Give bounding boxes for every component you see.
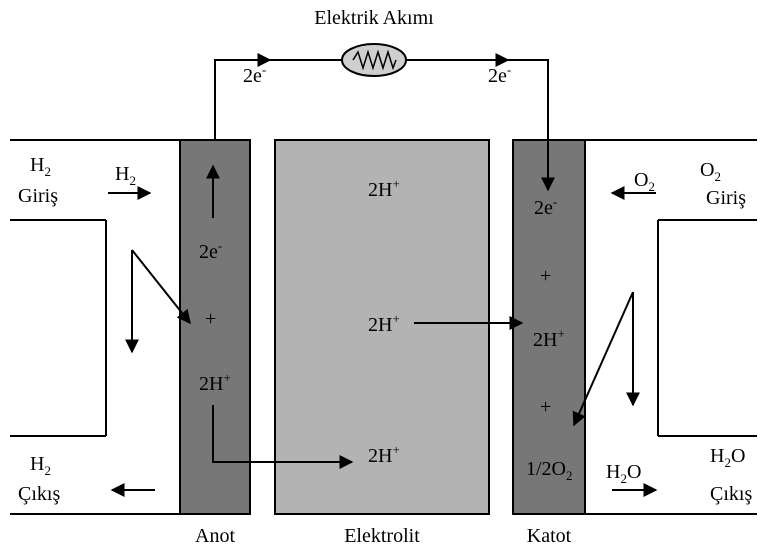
cathode-plus-1: + xyxy=(540,265,551,287)
cathode-label: Katot xyxy=(527,525,572,547)
h2-diffusion-arrow xyxy=(131,249,191,325)
anode-label: Anot xyxy=(195,525,235,547)
anode-electron-label: 2e- xyxy=(199,238,222,263)
o2-diffusion-arrow xyxy=(572,291,634,427)
anode-electrode xyxy=(179,139,251,515)
electrolyte-proton-middle: 2H+ xyxy=(368,311,400,336)
right-outlet-word: Çıkış xyxy=(710,483,752,505)
left-inlet-species: H2 xyxy=(30,154,51,179)
left-flow-label: H2 xyxy=(115,163,136,188)
anode-proton-label: 2H+ xyxy=(199,370,231,395)
left-outlet-word: Çıkış xyxy=(18,483,60,505)
load-resistor-icon xyxy=(341,43,407,77)
anode-plus: + xyxy=(205,308,216,330)
cathode-electron-label: 2e- xyxy=(534,194,557,219)
cathode-plus-2: + xyxy=(540,396,551,418)
right-inlet-species: O2 xyxy=(700,159,721,184)
circuit-title: Elektrik Akımı xyxy=(314,7,434,29)
electron-label-left: 2e- xyxy=(243,62,266,87)
right-flow-label: O2 xyxy=(634,169,655,194)
left-outlet-species: H2 xyxy=(30,453,51,478)
cathode-proton-label: 2H+ xyxy=(533,326,565,351)
right-inlet-word: Giriş xyxy=(706,187,746,209)
electrolyte-region xyxy=(274,139,490,515)
circuit-wire-left xyxy=(214,59,342,140)
electrolyte-proton-bottom: 2H+ xyxy=(368,442,400,467)
proton-path-arrow xyxy=(212,405,354,469)
cathode-oxygen-label: 1/2O2 xyxy=(526,458,573,483)
electrolyte-proton-top: 2H+ xyxy=(368,176,400,201)
left-inlet-word: Giriş xyxy=(18,185,58,207)
right-product-label: H2O xyxy=(606,461,641,486)
right-outlet-species: H2O xyxy=(710,445,745,470)
circuit-wire-right xyxy=(406,59,549,140)
electrolyte-label: Elektrolit xyxy=(344,525,420,547)
resistor-zigzag xyxy=(352,49,397,71)
electron-label-right: 2e- xyxy=(488,62,511,87)
